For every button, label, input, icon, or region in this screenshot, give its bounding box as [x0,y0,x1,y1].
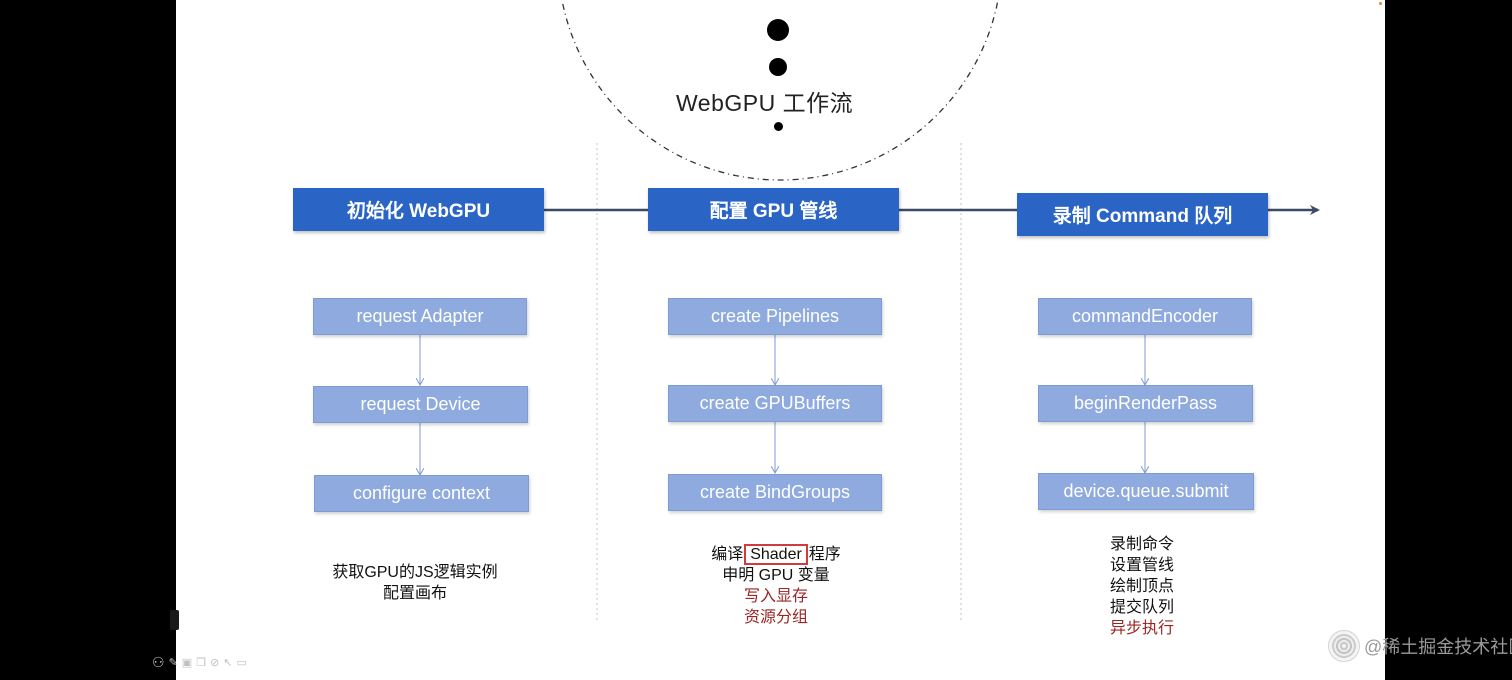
annotation-toolbar: ⚇ ✎ ▣ ❐ ⊘ ↖ ▭ [152,654,247,671]
image-icon[interactable]: ▣ [181,657,193,669]
notes-init: 获取GPU的JS逻辑实例 配置画布 [300,562,530,604]
step-request-device: request Device [313,386,528,423]
note-line-highlight: 异步执行 [1109,620,1174,637]
note-line-highlight: 资源分组 [743,609,808,626]
ellipsis-dot-medium [769,58,787,76]
indicator-dot [1379,2,1382,5]
user-icon[interactable]: ⚇ [152,654,165,670]
watermark: @稀土掘金技术社区 [1328,630,1512,662]
step-create-pipelines: create Pipelines [668,298,882,335]
step-device-queue-submit: device.queue.submit [1038,473,1254,510]
note-text: 编译 [711,546,744,563]
shader-highlight-box: Shader [744,544,808,565]
watermark-text: @稀土掘金技术社区 [1364,637,1512,657]
stage-header-command: 录制 Command 队列 [1017,193,1268,236]
link-icon[interactable]: ⊘ [210,657,220,669]
step-configure-context: configure context [314,475,529,512]
note-line: 绘制顶点 [1109,578,1174,595]
note-line: 提交队列 [1109,599,1174,616]
note-line: 配置画布 [382,585,447,602]
pen-icon[interactable]: ✎ [168,657,178,669]
note-line: 申明 GPU 变量 [722,567,830,584]
juejin-logo-icon [1328,630,1360,662]
stage-header-pipeline: 配置 GPU 管线 [648,188,899,231]
note-text: 程序 [808,546,841,563]
step-create-gpubuffers: create GPUBuffers [668,385,882,422]
ellipsis-dot-small [774,122,783,131]
cursor-icon[interactable]: ↖ [223,657,233,669]
ellipsis-dot-large [767,19,789,41]
note-line: 设置管线 [1109,557,1174,574]
step-begin-render-pass: beginRenderPass [1038,385,1253,422]
note-line: 获取GPU的JS逻辑实例 [332,564,498,581]
notes-command: 录制命令 设置管线 绘制顶点 提交队列 异步执行 [1092,534,1192,639]
stage-header-init: 初始化 WebGPU [293,188,544,231]
note-line: 录制命令 [1109,536,1174,553]
copy-icon[interactable]: ❐ [196,657,207,669]
note-line-highlight: 写入显存 [743,588,808,605]
step-command-encoder: commandEncoder [1038,298,1252,335]
diagram-title: WebGPU 工作流 [676,90,854,116]
screen-icon[interactable]: ▭ [236,657,247,669]
step-create-bindgroups: create BindGroups [668,474,882,511]
step-request-adapter: request Adapter [313,298,527,335]
side-handle[interactable] [170,610,179,630]
